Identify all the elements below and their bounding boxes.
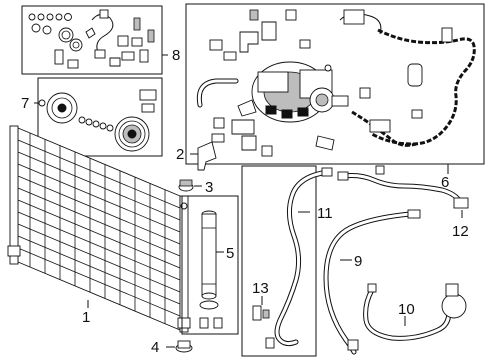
condenser bbox=[7, 125, 191, 333]
callout-11: 11 bbox=[317, 205, 333, 222]
clutch-box bbox=[37, 77, 163, 157]
seal-kit-group bbox=[21, 5, 168, 75]
o-ring-set bbox=[28, 13, 83, 52]
clutch-plate bbox=[46, 92, 78, 124]
pressure-sensor bbox=[252, 305, 270, 321]
dryer-cap bbox=[199, 300, 219, 310]
callout-4: 4 bbox=[151, 339, 159, 356]
liquid-line bbox=[337, 165, 469, 218]
callout-10: 10 bbox=[398, 301, 415, 318]
dryer-bolt bbox=[199, 317, 209, 329]
wire-connector-part bbox=[85, 9, 114, 59]
callout-6: 6 bbox=[441, 174, 449, 191]
callout-2: 2 bbox=[176, 146, 184, 163]
suction-hose bbox=[323, 209, 421, 355]
pulley bbox=[114, 116, 150, 152]
discharge-hose bbox=[363, 283, 467, 341]
shim-set bbox=[78, 116, 114, 132]
compressor-box bbox=[185, 3, 485, 165]
callout-5: 5 bbox=[226, 245, 234, 262]
muffler-part bbox=[441, 283, 467, 319]
clutch-pulley-group bbox=[34, 77, 163, 157]
callout-12: 12 bbox=[452, 223, 469, 240]
compressor-wire-harness bbox=[315, 9, 476, 151]
nut bbox=[178, 179, 194, 192]
callout-13: 13 bbox=[252, 280, 269, 297]
receiver-dryer-group bbox=[181, 195, 239, 335]
seal-kit-box bbox=[21, 5, 163, 75]
compressor-group bbox=[185, 3, 485, 174]
condenser-core bbox=[17, 127, 181, 331]
compressor-body bbox=[237, 61, 335, 123]
condenser-left-tank bbox=[9, 125, 19, 265]
mount-cushion bbox=[175, 340, 193, 353]
callout-1: 1 bbox=[82, 309, 90, 326]
small-bracket-set bbox=[54, 17, 155, 69]
discharge-pipe-group bbox=[241, 165, 333, 357]
condenser-right-tank bbox=[179, 195, 189, 333]
receiver-dryer-box bbox=[181, 195, 239, 335]
discharge-pipe bbox=[265, 167, 333, 349]
callout-8: 8 bbox=[172, 47, 180, 64]
bracket bbox=[197, 141, 217, 171]
compressor-bracket-set bbox=[209, 9, 332, 157]
callout-9: 9 bbox=[354, 253, 362, 270]
receiver-dryer bbox=[201, 210, 217, 300]
callout-3: 3 bbox=[205, 179, 213, 196]
condenser-fins bbox=[17, 133, 181, 324]
callout-7: 7 bbox=[21, 95, 29, 112]
discharge-pipe-box bbox=[241, 165, 317, 357]
